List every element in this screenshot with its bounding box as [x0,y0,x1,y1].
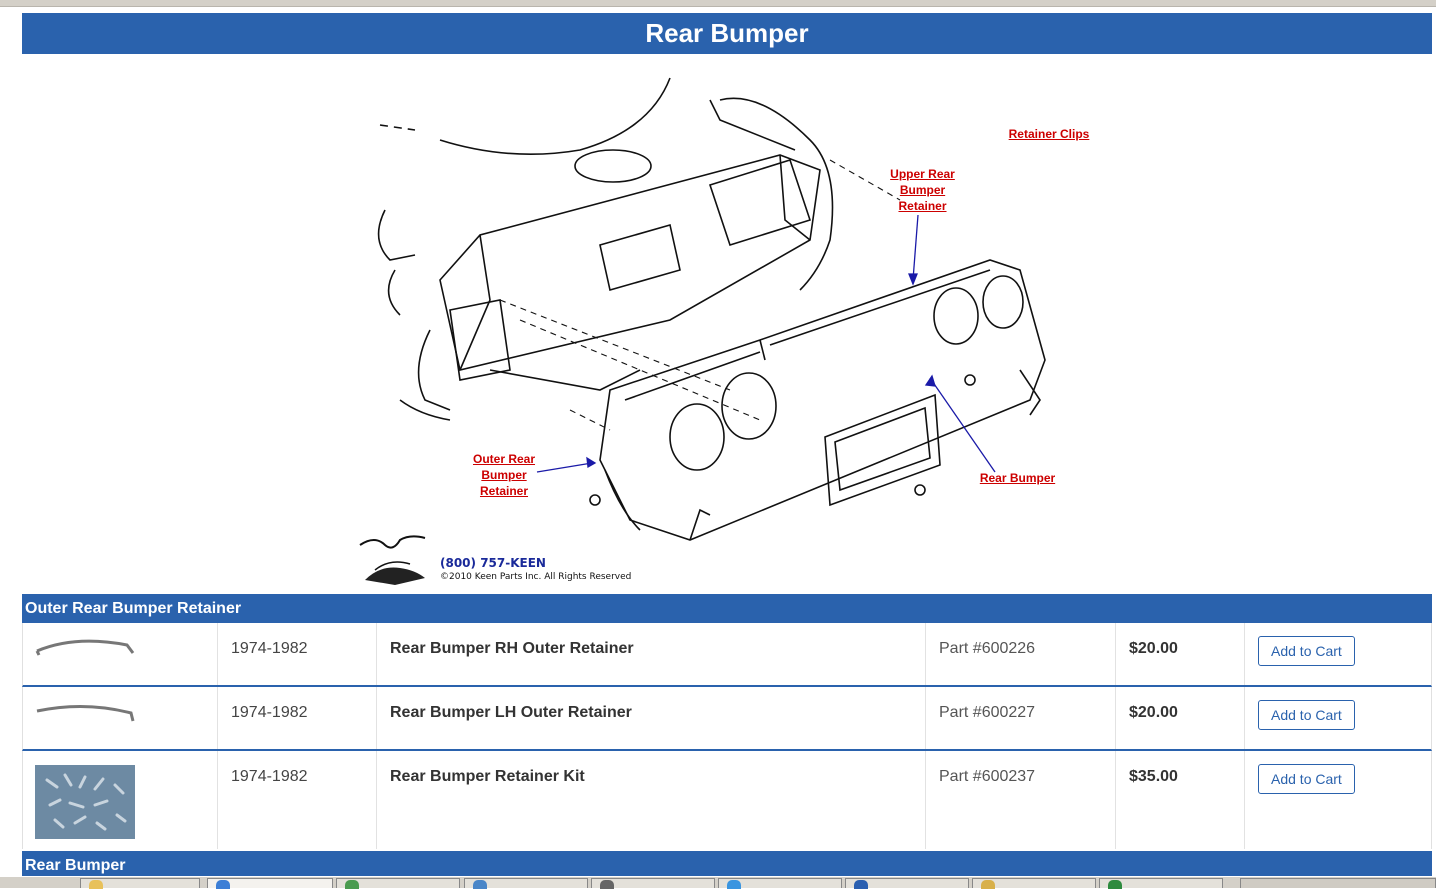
callout-retainer-clips[interactable]: Retainer Clips [1008,127,1090,141]
add-to-cart-button[interactable]: Add to Cart [1258,700,1355,730]
add-to-cart-button[interactable]: Add to Cart [1258,764,1355,794]
part-years: 1974-1982 [218,687,377,749]
bumper-line-drawing [377,77,1046,541]
taskbar-button[interactable] [591,878,715,889]
folder-icon [981,880,995,889]
callout-line: Retainer [898,199,947,213]
app-icon [345,880,359,889]
part-thumbnail[interactable] [23,751,218,849]
part-number: Part #600227 [926,687,1116,749]
outer-retainer-rh-image [35,639,135,656]
browser-icon [216,880,230,889]
part-price: $20.00 [1116,623,1245,685]
part-name[interactable]: Rear Bumper Retainer Kit [377,751,926,849]
keen-parts-car-logo [359,535,426,585]
cart-cell: Add to Cart [1245,687,1431,749]
app-icon [600,880,614,889]
app-icon [854,880,868,889]
taskbar-button[interactable] [972,878,1096,889]
retainer-kit-photo [45,773,127,831]
logo-copyright: ©2010 Keen Parts Inc. All Rights Reserve… [440,572,632,582]
page-title: Rear Bumper [22,13,1432,54]
taskbar-button[interactable] [464,878,588,889]
taskbar-button-active[interactable] [207,878,333,889]
spreadsheet-icon [1108,880,1122,889]
folder-icon [89,880,103,889]
taskbar-button[interactable] [718,878,842,889]
parts-table: 1974-1982 Rear Bumper RH Outer Retainer … [22,623,1432,849]
callout-rear-bumper[interactable]: Rear Bumper [979,471,1056,485]
cart-cell: Add to Cart [1245,623,1431,685]
callout-line: Retainer [479,484,529,498]
callout-line: Upper Rear [890,167,955,181]
callout-line: Bumper [481,468,527,482]
table-row: 1974-1982 Rear Bumper RH Outer Retainer … [22,623,1432,687]
part-number: Part #600237 [926,751,1116,849]
callout-outer-rear-bumper-retainer[interactable]: Outer Rear Bumper Retainer [458,451,550,499]
cart-cell: Add to Cart [1245,751,1431,849]
part-price: $20.00 [1116,687,1245,749]
part-years: 1974-1982 [218,623,377,685]
table-row: 1974-1982 Rear Bumper LH Outer Retainer … [22,687,1432,751]
retainer-kit-image [35,765,135,839]
outer-retainer-lh-image [36,705,135,722]
browser-top-edge [0,0,1436,7]
part-name[interactable]: Rear Bumper RH Outer Retainer [377,623,926,685]
section-header-rear-bumper: Rear Bumper [22,851,1432,877]
keen-parts-logo: (800) 757-KEEN ©2010 Keen Parts Inc. All… [355,530,655,590]
taskbar-button[interactable] [336,878,460,889]
part-number: Part #600226 [926,623,1116,685]
taskbar-button[interactable] [80,878,200,889]
part-name[interactable]: Rear Bumper LH Outer Retainer [377,687,926,749]
add-to-cart-button[interactable]: Add to Cart [1258,636,1355,666]
table-row: 1974-1982 Rear Bumper Retainer Kit Part … [22,751,1432,849]
part-price: $35.00 [1116,751,1245,849]
callout-line: Outer Rear [472,452,536,466]
app-icon [473,880,487,889]
taskbar-button[interactable] [1099,878,1223,889]
part-thumbnail[interactable] [23,687,218,749]
os-taskbar [0,876,1436,889]
section-header-outer-rear-bumper-retainer: Outer Rear Bumper Retainer [22,594,1432,623]
part-years: 1974-1982 [218,751,377,849]
callout-line: Bumper [899,183,946,197]
callout-upper-rear-bumper-retainer[interactable]: Upper Rear Bumper Retainer [875,166,970,214]
taskbar-button[interactable] [845,878,969,889]
part-thumbnail[interactable] [23,623,218,685]
parts-diagram: Retainer Clips Upper Rear Bumper Retaine… [340,70,1100,590]
logo-phone: (800) 757-KEEN [440,556,546,570]
app-icon [727,880,741,889]
